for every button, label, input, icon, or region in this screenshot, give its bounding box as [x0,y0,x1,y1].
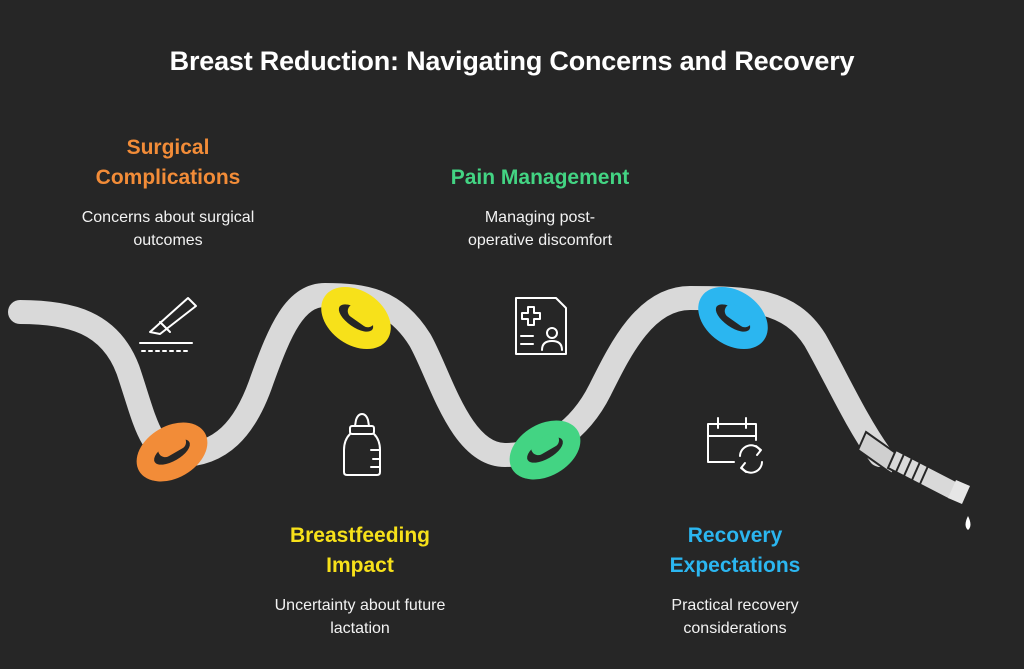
page-title: Breast Reduction: Navigating Concerns an… [169,46,855,76]
calendar-refresh-icon [707,417,763,474]
baby-bottle-icon [343,413,381,476]
hose-nozzle [856,430,971,530]
step-surgical-title: Surgical Complications [95,136,241,189]
knot-orange [136,422,208,482]
step-surgical-description: Concerns about surgical outcomes [81,209,255,249]
step-breastfeeding-title: Breastfeeding Impact [289,524,431,577]
scalpel-icon [139,297,197,352]
step-recovery-title: Recovery Expectations [669,524,801,577]
step-pain-description: Managing post- operative discomfort [467,209,613,249]
step-recovery-description: Practical recovery considerations [671,597,799,637]
knot-blue [698,286,768,350]
step-breastfeeding-description: Uncertainty about future lactation [274,597,446,637]
medical-record-icon [515,297,567,355]
knot-green [509,420,581,480]
knot-yellow [321,286,391,350]
step-pain-title: Pain Management [450,166,630,189]
